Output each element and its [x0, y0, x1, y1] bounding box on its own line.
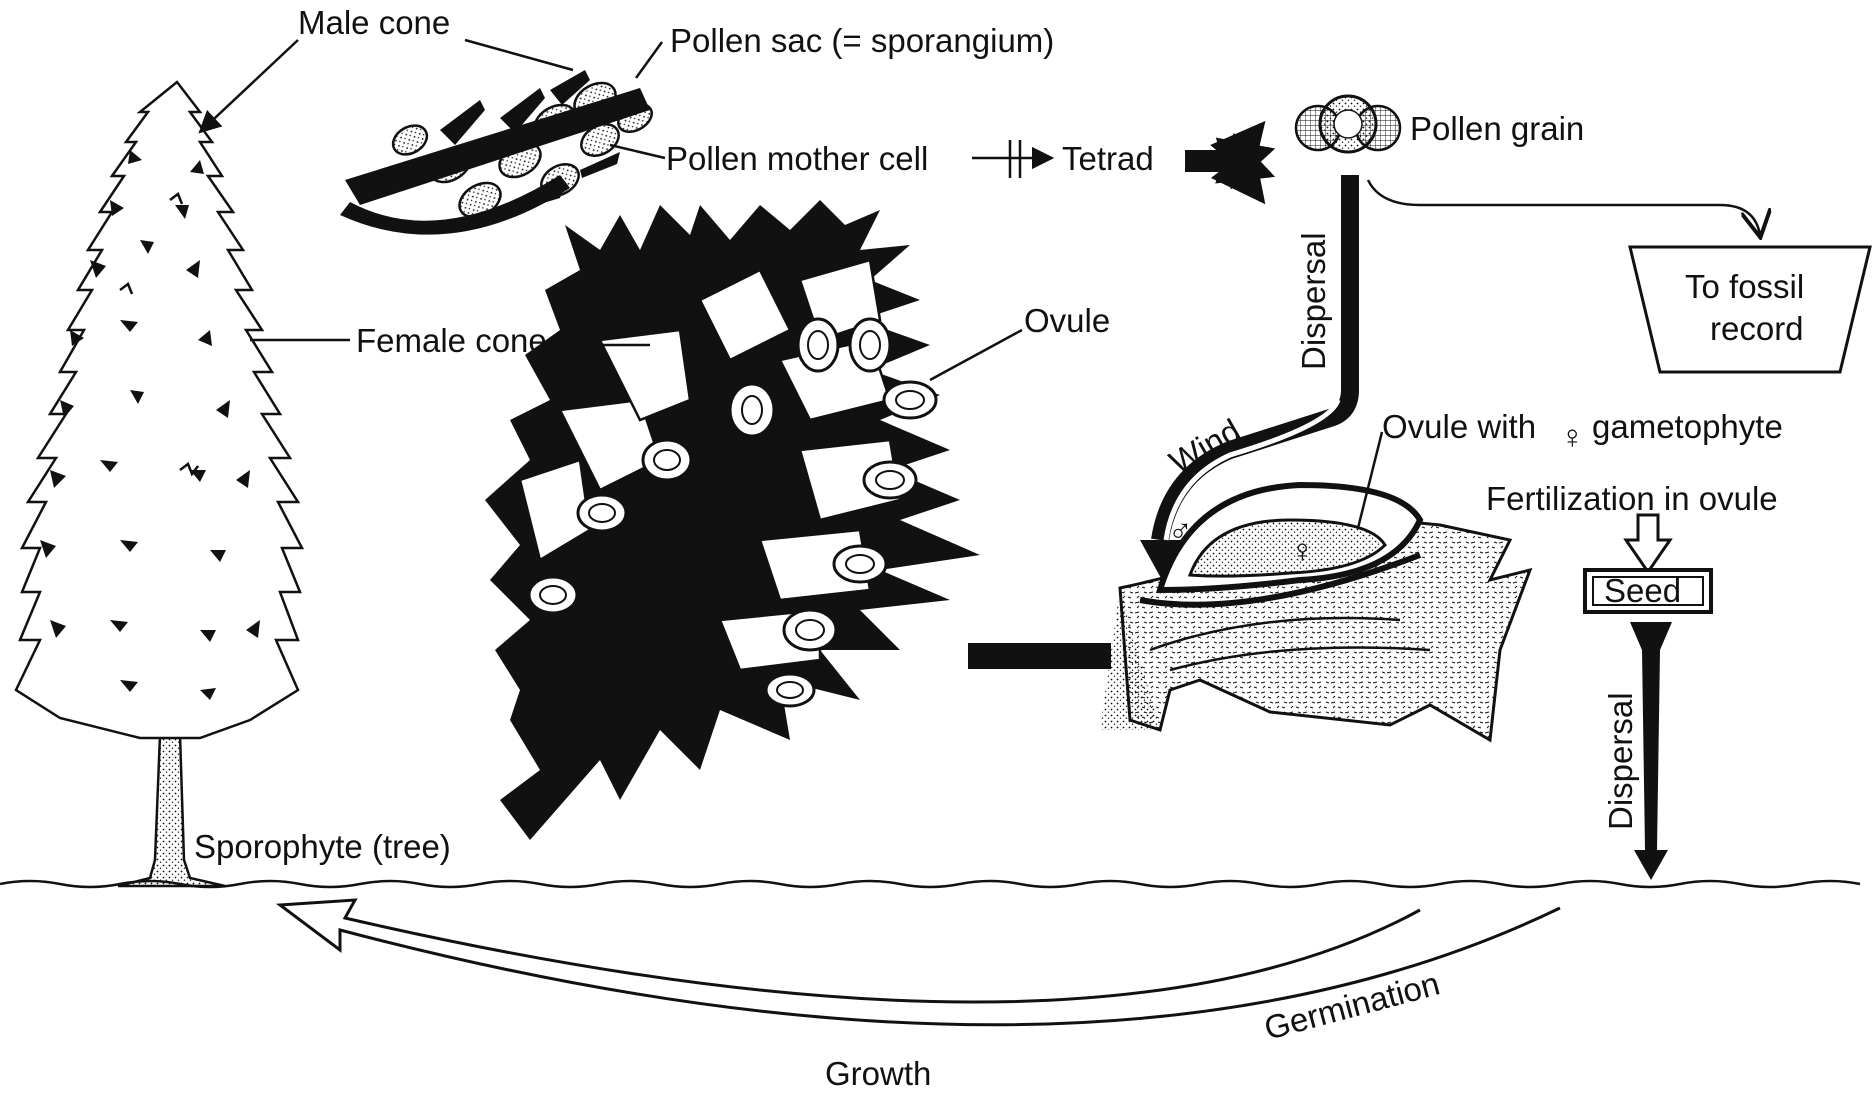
female-cone-illustration [485, 200, 980, 840]
growth-label: Growth [825, 1055, 931, 1092]
seed-dispersal-label: Dispersal [1602, 692, 1639, 830]
pollen-grain-label: Pollen grain [1410, 110, 1584, 147]
ovule-label: Ovule [1024, 302, 1110, 339]
fossil-record-arrow [1368, 180, 1760, 235]
tetrad-split-arrows [1185, 125, 1270, 200]
fossil-record-label-line1: To fossil [1685, 268, 1804, 305]
meiosis-arrow [972, 140, 1052, 178]
ovule-gametophyte-female-symbol: ♀ [1560, 418, 1585, 455]
ovule-gametophyte-label-prefix: Ovule with [1382, 408, 1536, 445]
male-cone-illustration [340, 70, 657, 235]
fertilization-label: Fertilization in ovule [1486, 480, 1778, 517]
cone-to-ovule-connector [968, 643, 1111, 669]
tetrad-label: Tetrad [1062, 140, 1154, 177]
male-cone-label: Male cone [298, 4, 450, 41]
ground-line [0, 881, 1860, 887]
pine-tree [16, 82, 302, 886]
ovule-gametophyte-label-suffix: gametophyte [1592, 408, 1783, 445]
pollen-dispersal-label: Dispersal [1295, 232, 1332, 370]
sporophyte-label: Sporophyte (tree) [194, 828, 451, 865]
pollen-grain-illustration [1296, 96, 1400, 152]
fossil-record-label-line2: record [1710, 310, 1804, 347]
female-symbol: ♀ [1290, 532, 1315, 569]
fertilization-arrow [1626, 515, 1670, 572]
tree-crown [16, 82, 302, 738]
pollen-sac-label: Pollen sac (= sporangium) [670, 22, 1054, 59]
pollen-mother-cell-label: Pollen mother cell [666, 140, 928, 177]
female-cone-label: Female cone [356, 322, 547, 359]
male-symbol: ♂ [1168, 512, 1193, 549]
seed-label: Seed [1604, 572, 1681, 609]
